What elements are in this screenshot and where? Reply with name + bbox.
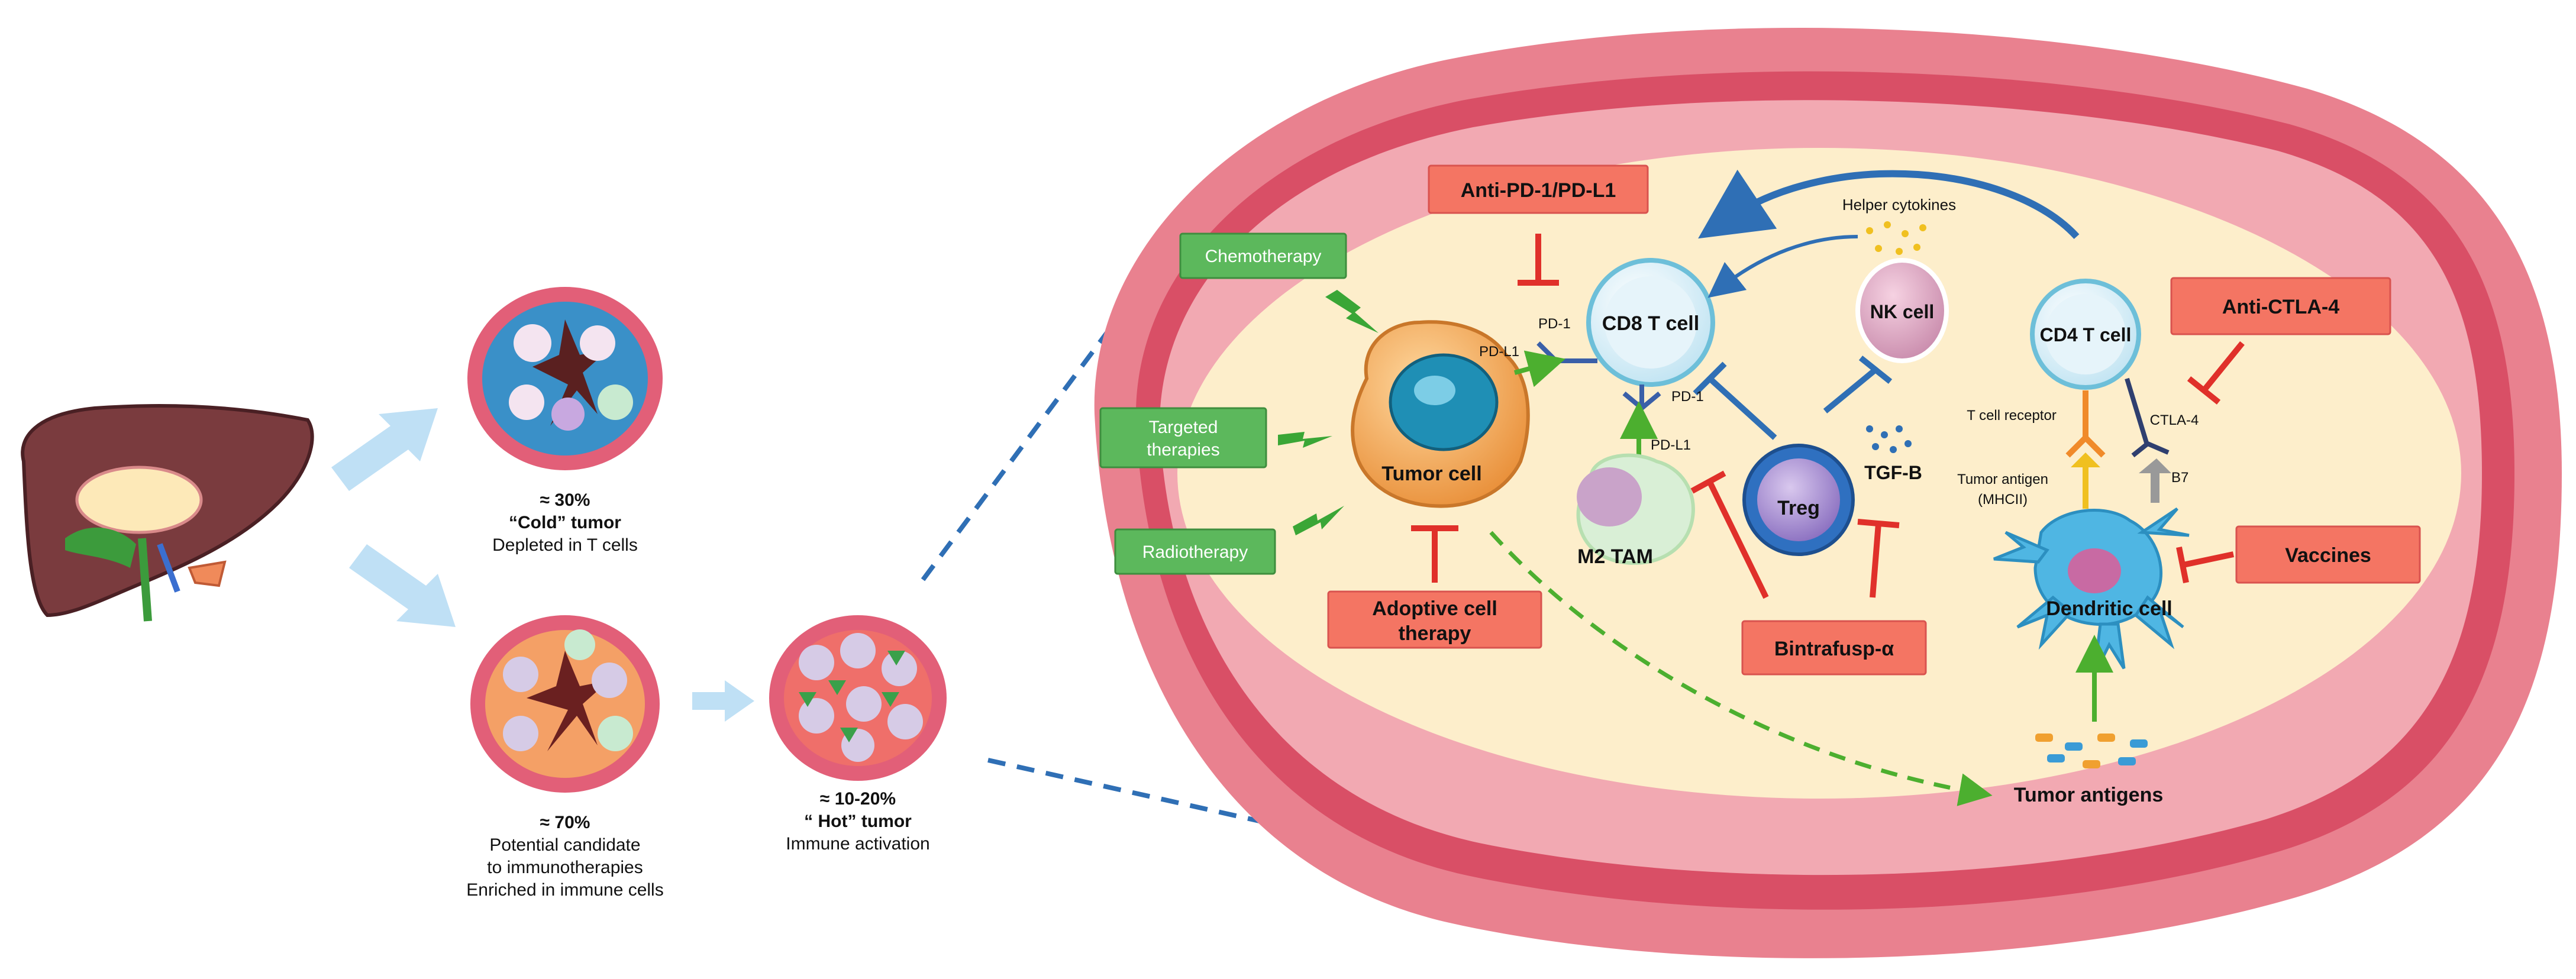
chemotherapy-box: Chemotherapy [1179, 232, 1347, 279]
cd4-t-cell [2030, 279, 2141, 390]
nk-cell-label: NK cell [1870, 301, 1934, 322]
radiotherapy-box: Radiotherapy [1114, 528, 1276, 575]
lightning-bolt-icons [1278, 290, 1379, 535]
adoptive-label-1: Adoptive cell [1372, 597, 1497, 620]
cd4-to-cd8-arrow [1698, 169, 2080, 240]
candidate-tumor-desc-3: Enriched in immune cells [466, 880, 663, 900]
tumor-antigen-icons [2035, 734, 2148, 768]
cd8-t-cell-label: CD8 T cell [1602, 312, 1699, 335]
treg-label: Treg [1777, 497, 1820, 519]
adoptive-cell-therapy-box: Adoptive cell therapy [1327, 590, 1542, 649]
b7-label: B7 [2171, 470, 2188, 486]
tumor-antigen-label-1: Tumor antigen [1957, 471, 2048, 487]
m2-tam-cell [1576, 453, 1695, 565]
cd4-t-cell-label: CD4 T cell [2040, 324, 2132, 345]
nk-cell [1855, 258, 1949, 363]
cold-tumor-description: Depleted in T cells [492, 535, 638, 555]
tgfb-particles [1866, 425, 1912, 453]
vaccines-box: Vaccines [2235, 525, 2421, 584]
hot-tumor-name: “ Hot” tumor [804, 812, 912, 831]
cytokine-to-cd8-arrow [1707, 235, 1858, 298]
tumor-to-antigens-dashed-arrow [1489, 531, 1993, 806]
adoptive-inhibitor [1411, 525, 1458, 583]
bintrafusp-inhibitors [1690, 470, 1900, 599]
bintrafusp-box: Bintrafusp-α [1741, 620, 1927, 676]
liver-illustration [21, 404, 314, 622]
candidate-tumor-icon [470, 615, 660, 793]
anti-pd1-inhibitor [1518, 234, 1559, 286]
anti-pd1-pdl1-box: Anti-PD-1/PD-L1 [1428, 164, 1649, 214]
hot-tumor-icon [769, 615, 947, 781]
targeted-label-2: therapies [1147, 440, 1219, 460]
mhc-antigen-complex [2071, 453, 2100, 467]
candidate-tumor-percent: ≈ 70% [540, 813, 590, 832]
anti-pd1-pdl1-label: Anti-PD-1/PD-L1 [1461, 179, 1616, 202]
chemotherapy-label: Chemotherapy [1205, 247, 1322, 266]
targeted-therapies-box: Targeted therapies [1099, 407, 1267, 469]
anti-ctla4-box: Anti-CTLA-4 [2170, 277, 2391, 335]
hot-tumor-percent: ≈ 10-20% [820, 789, 896, 809]
candidate-tumor-desc-2: to immunotherapies [487, 858, 643, 877]
bintrafusp-label: Bintrafusp-α [1774, 638, 1894, 660]
tumor-cell-label: Tumor cell [1381, 463, 1481, 485]
vaccines-inhibitor [2176, 547, 2235, 583]
targeted-label-1: Targeted [1149, 418, 1218, 437]
vaccines-label: Vaccines [2285, 544, 2371, 567]
candidate-tumor-desc-1: Potential candidate [489, 835, 640, 855]
helper-cytokine-dots [1866, 221, 1926, 255]
dendritic-cell-label: Dendritic cell [2046, 597, 2173, 620]
liver-to-tumor-arrows [331, 408, 754, 722]
treg-cell [1742, 444, 1855, 556]
m2-tam-label: M2 TAM [1577, 545, 1653, 568]
dendritic-nucleus [2068, 548, 2121, 593]
tumor-antigen-label-2: (MHCII) [1978, 492, 2028, 508]
tumor-to-pd1-arrow [1513, 350, 1565, 387]
tgfb-label: TGF-B [1864, 462, 1922, 483]
pdl1-tumor-label: PD-L1 [1479, 344, 1519, 360]
anti-ctla4-inhibitor [2187, 341, 2245, 405]
helper-cytokines-label: Helper cytokines [1842, 196, 1956, 214]
ctla4-receptor [2125, 377, 2170, 458]
cold-tumor-percent: ≈ 30% [540, 490, 590, 510]
ctla4-label: CTLA-4 [2150, 412, 2199, 428]
adoptive-label-2: therapy [1399, 622, 1471, 645]
treg-inhibitions [1693, 356, 1893, 440]
zoom-lines [921, 312, 1279, 828]
pdl1-m2-label: PD-L1 [1651, 437, 1691, 453]
tumor-antigens-label: Tumor antigens [2014, 784, 2164, 806]
cd8-t-cell [1586, 258, 1715, 387]
tumor-cell [1351, 320, 1530, 508]
pd1-m2-label: PD-1 [1671, 389, 1704, 405]
hot-tumor-description: Immune activation [786, 834, 929, 854]
pd1-top-label: PD-1 [1538, 316, 1571, 332]
radiotherapy-label: Radiotherapy [1142, 542, 1248, 562]
cold-tumor-name: “Cold” tumor [509, 513, 621, 532]
anti-ctla4-label: Anti-CTLA-4 [2222, 296, 2339, 318]
b7-ligand [2139, 458, 2171, 503]
tcr-label: T cell receptor [1967, 408, 2057, 424]
cold-tumor-icon [467, 287, 663, 470]
tcr-receptor [2065, 390, 2106, 458]
